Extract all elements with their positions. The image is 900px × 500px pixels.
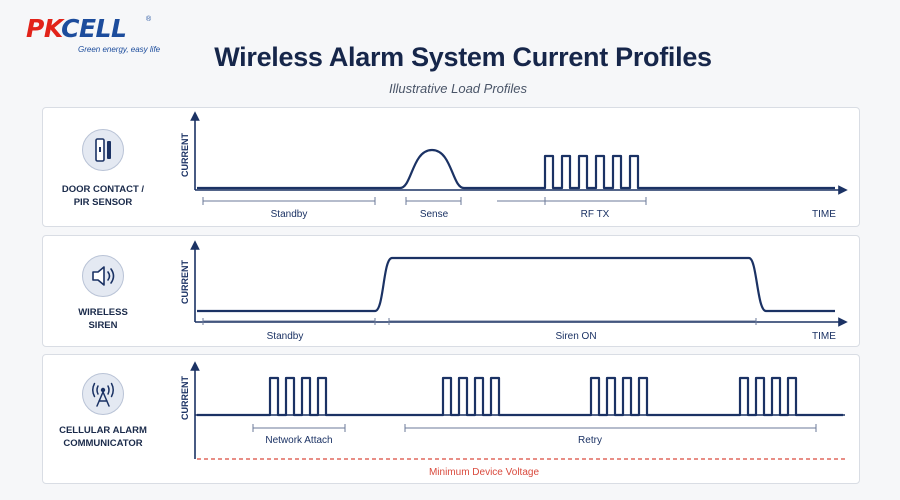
speaker-icon (82, 255, 124, 297)
panel-2-label: WIRELESS SIREN (38, 306, 168, 332)
panel-1-label: DOOR CONTACT / PIR SENSOR (38, 183, 168, 209)
panel-1-label-line2: PIR SENSOR (73, 197, 133, 208)
brand-tagline: Green energy, easy life (78, 45, 161, 54)
panel-cellular-communicator (42, 354, 860, 484)
brand-name-part1: PK (26, 14, 62, 43)
panel-3-label: CELLULAR ALARM COMMUNICATOR (38, 424, 168, 450)
door-sensor-icon (82, 129, 124, 171)
panel-3-label-line1: CELLULAR ALARM (59, 425, 147, 436)
brand-name-part2: CELL (61, 14, 127, 43)
panel-2-label-line1: WIRELESS (78, 307, 128, 318)
registered-mark: ® (146, 16, 152, 23)
panel-1-label-line1: DOOR CONTACT / (61, 184, 145, 195)
page-subtitle: Illustrative Load Profiles (388, 81, 527, 96)
page-title: Wireless Alarm System Current Profiles (214, 42, 712, 72)
panel-door-contact (42, 107, 860, 227)
brand-wordmark: PKCELL (26, 14, 127, 43)
brand-logo: PKCELL ® Green energy, easy life (26, 14, 166, 60)
cell-tower-icon (82, 373, 124, 415)
panel-2-label-line2: SIREN (88, 320, 118, 331)
panel-3-label-line2: COMMUNICATOR (63, 438, 143, 449)
